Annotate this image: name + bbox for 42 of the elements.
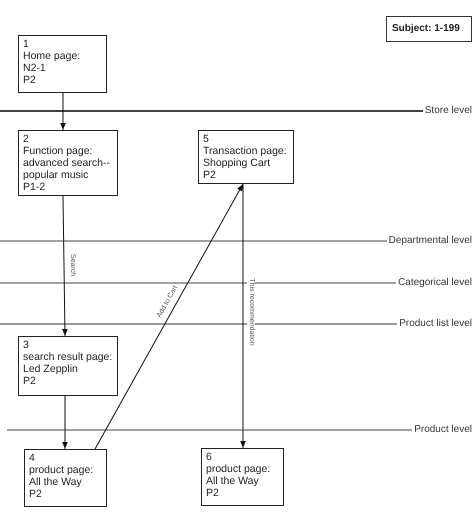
- arrow: [240, 184, 246, 448]
- page-text: P2: [23, 375, 36, 387]
- arrow: [60, 92, 66, 130]
- page-text: P2: [29, 488, 42, 500]
- page-text: 3: [23, 339, 29, 351]
- page-text: Function page:: [23, 145, 92, 157]
- level-label: Product level: [412, 424, 472, 435]
- page-text: product page:: [29, 464, 94, 476]
- page-text: 1: [23, 38, 29, 50]
- level-label: Categorical level: [396, 277, 472, 288]
- page-text: 2: [23, 133, 29, 145]
- page-text: P2: [23, 74, 36, 86]
- page-text: search result page:: [23, 351, 112, 363]
- page-text: N2-1: [23, 62, 46, 74]
- arrow: [62, 396, 68, 450]
- arrow: [94, 184, 244, 450]
- page-text: 4: [29, 452, 35, 464]
- level-label: Store level: [422, 105, 472, 116]
- page-text: All the Way: [29, 476, 82, 488]
- page-text: 5: [203, 133, 209, 145]
- page-text: 6: [206, 451, 212, 463]
- page-text: advanced search--popular music: [23, 157, 111, 181]
- page-box: [201, 448, 284, 506]
- page-box: [18, 336, 118, 396]
- subject-label: Subject: 1-199: [392, 23, 460, 35]
- page-text: Led Zepplin: [23, 363, 78, 375]
- page-text: P2: [203, 169, 216, 181]
- page-text: All the Way: [206, 475, 259, 487]
- subject-box: [386, 16, 472, 42]
- page-text: P1-2: [23, 181, 46, 193]
- page-box: [18, 35, 107, 93]
- arrow: [62, 196, 68, 336]
- page-text: Shopping Cart: [203, 157, 270, 169]
- page-box: [18, 130, 118, 196]
- page-text: product page:: [206, 463, 270, 475]
- level-label: Departmental level: [386, 235, 472, 246]
- page-box: [24, 449, 107, 507]
- level-label: Product list level: [397, 318, 472, 329]
- page-text: Transaction page:: [203, 145, 287, 157]
- page-text: P2: [206, 487, 219, 499]
- page-text: Home page:: [23, 50, 80, 62]
- page-box: [198, 130, 294, 184]
